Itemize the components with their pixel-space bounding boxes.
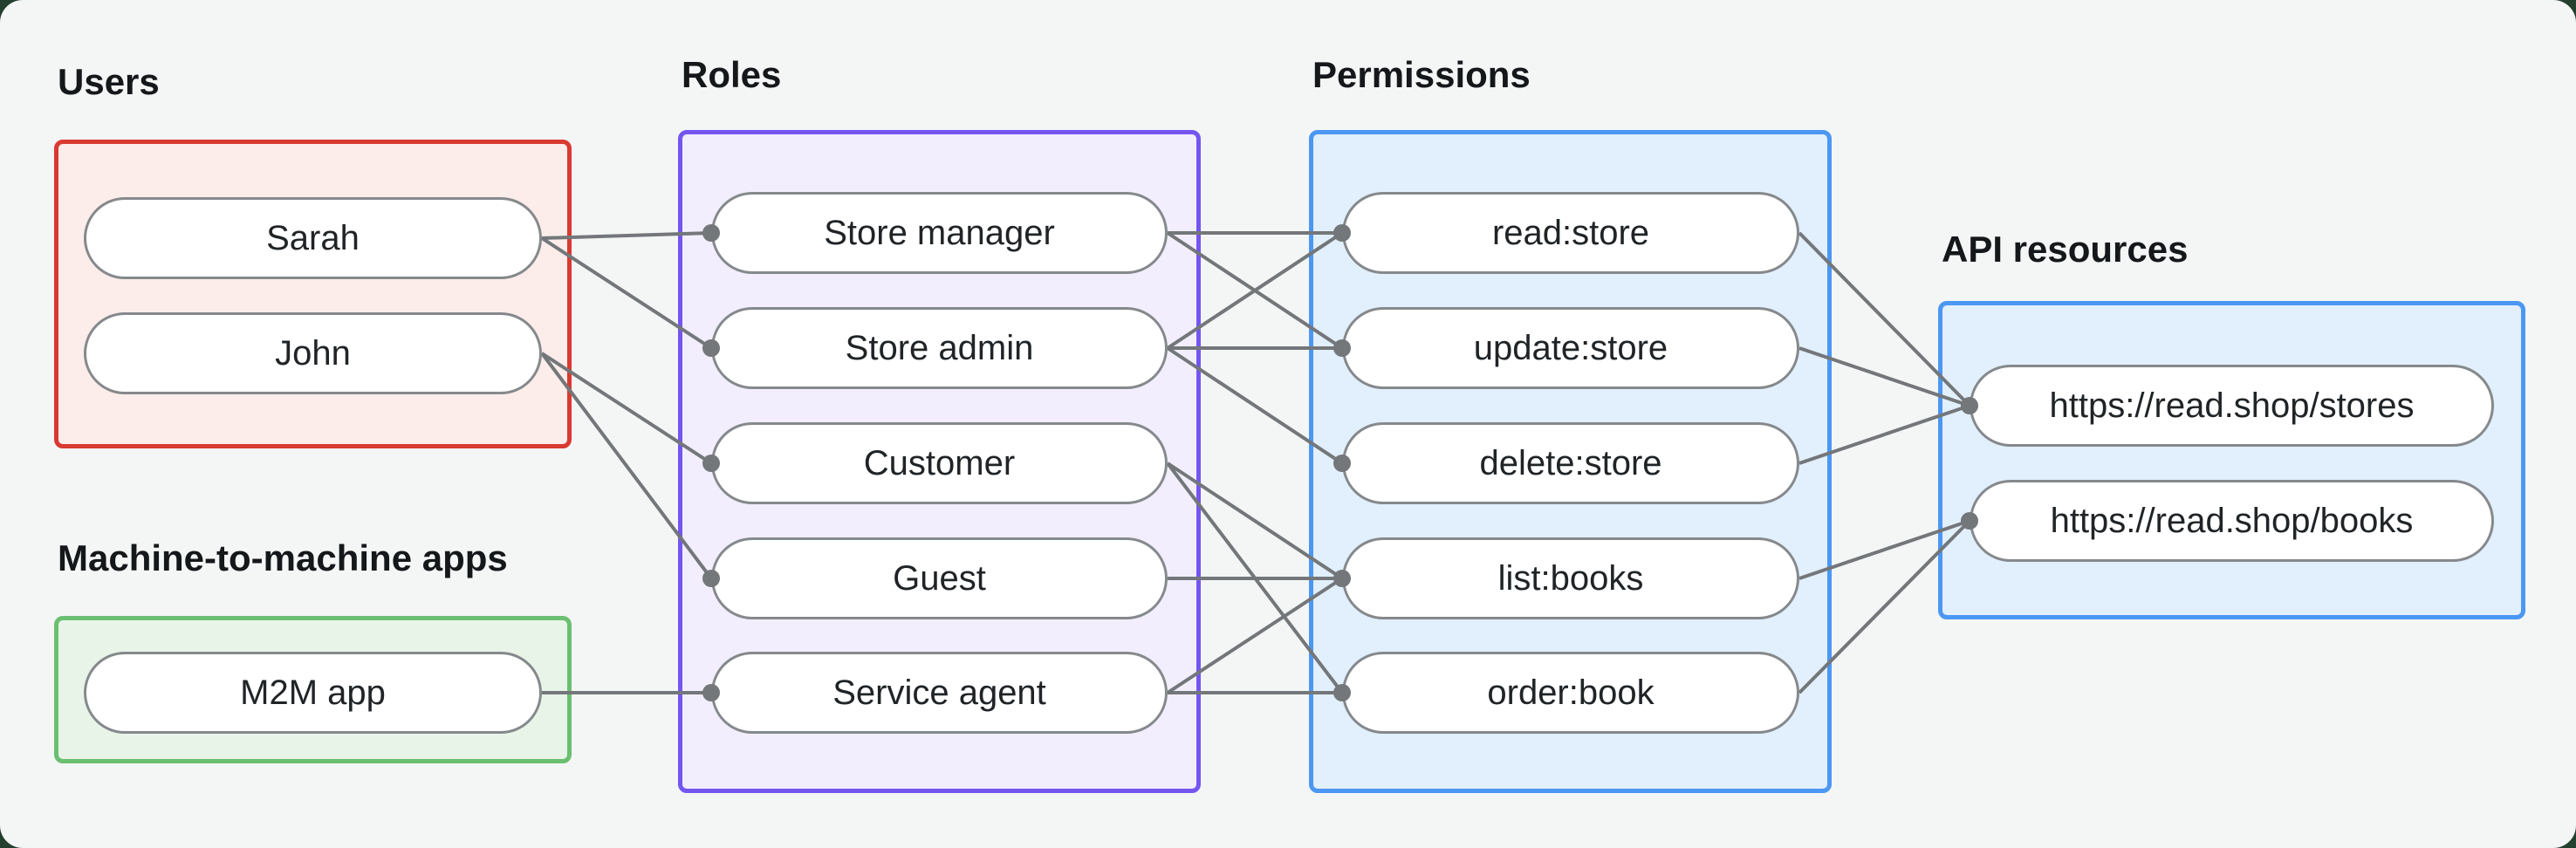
node-label: https://read.shop/stores [2049,386,2415,425]
node-label: John [275,333,351,373]
machine-to-machine-section-label: Machine-to-machine apps [58,537,508,578]
node-user-sarah: Sarah [84,197,542,279]
node-permission-read-store: read:store [1342,192,1799,274]
node-label: Service agent [832,673,1046,712]
node-role-store-admin: Store admin [711,307,1168,389]
node-user-john: John [84,312,542,394]
node-label: delete:store [1479,443,1662,482]
permissions-section-label: Permissions [1312,54,1531,95]
node-role-customer: Customer [711,422,1168,504]
node-label: read:store [1491,213,1650,252]
node-api-resource-books: https://read.shop/books [1970,480,2494,562]
node-permission-delete-store: delete:store [1342,422,1799,504]
node-permission-update-store: update:store [1342,307,1799,389]
node-role-store-manager: Store manager [711,192,1168,274]
node-role-guest: Guest [711,537,1168,619]
node-role-service-agent: Service agent [711,652,1168,734]
node-label: update:store [1473,328,1668,367]
node-permission-order-book: order:book [1342,652,1799,734]
node-label: order:book [1487,673,1655,712]
api-resources-group-box [1938,301,2525,619]
node-permission-list-books: list:books [1342,537,1799,619]
node-api-resource-stores: https://read.shop/stores [1970,365,2494,447]
api-resources-section-label: API resources [1942,229,2189,270]
node-label: Store admin [845,328,1034,367]
users-section-label: Users [58,61,160,102]
node-label: https://read.shop/books [2050,501,2414,540]
node-label: list:books [1497,558,1644,598]
node-label: Customer [863,443,1016,482]
node-m2m-app: M2M app [84,652,542,734]
node-label: M2M app [240,673,386,712]
roles-section-label: Roles [682,54,782,95]
users-group-box [54,140,572,448]
node-label: Sarah [266,218,360,257]
node-label: Guest [893,558,986,598]
node-label: Store manager [824,213,1055,252]
